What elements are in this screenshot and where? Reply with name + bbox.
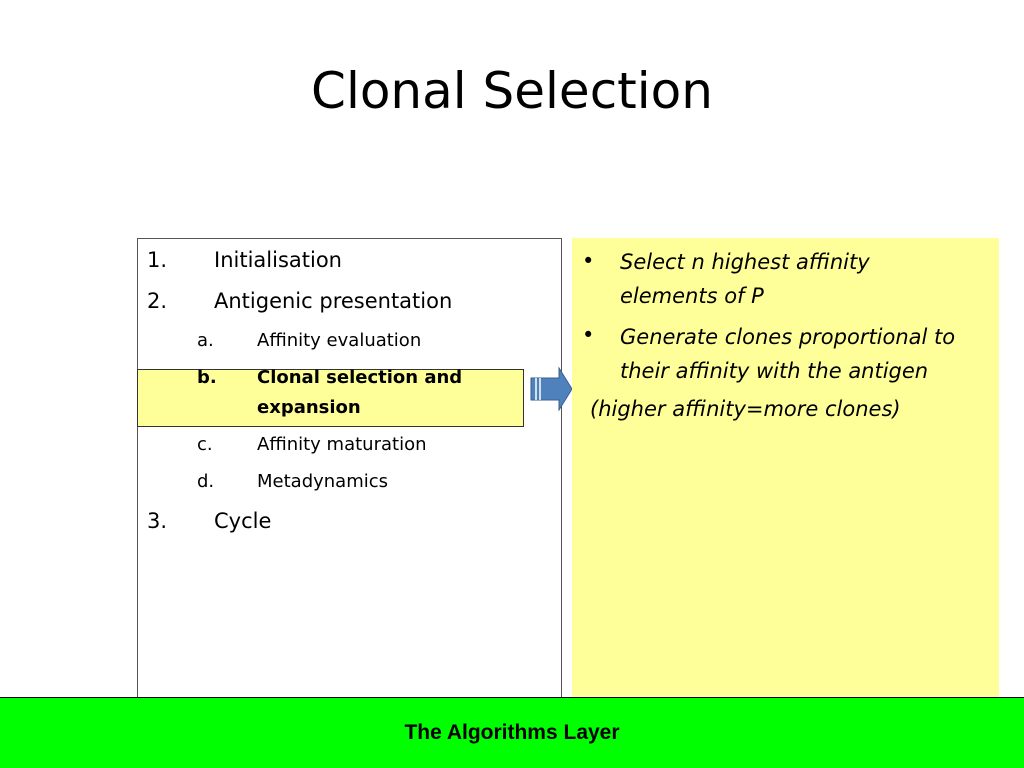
substep-label: Affinity evaluation	[257, 330, 422, 351]
bullet-dot: •	[582, 249, 595, 273]
step-label: Cycle	[214, 509, 272, 533]
detail-bullet-line: Select n highest affinity	[620, 250, 870, 274]
detail-bullet-line: their affinity with the antigen	[620, 359, 929, 383]
footer-label: The Algorithms Layer	[404, 721, 620, 744]
steps-panel	[137, 238, 562, 708]
right-arrow-icon	[530, 367, 573, 411]
substep-number: d.	[197, 471, 215, 492]
detail-bullet-line: Generate clones proportional to	[620, 325, 956, 349]
substep-number: a.	[197, 330, 214, 351]
footer-bar: The Algorithms Layer	[0, 697, 1024, 768]
step-number: 1.	[147, 248, 168, 272]
substep-label: Affinity maturation	[257, 434, 427, 455]
slide-title: Clonal Selection	[311, 62, 713, 120]
detail-bullet-2: Generate clones proportional to their af…	[620, 320, 995, 388]
substep-number: c.	[197, 434, 213, 455]
substep-label: Metadynamics	[257, 471, 389, 492]
current-step-highlight	[137, 369, 524, 427]
substep-label: Clonal selection and	[257, 367, 463, 388]
step-label: Antigenic presentation	[214, 289, 453, 313]
substep-label-line2: expansion	[257, 397, 361, 418]
step-label: Initialisation	[214, 248, 342, 272]
detail-note: (higher affinity=more clones)	[590, 397, 901, 421]
substep-number: b.	[197, 367, 217, 388]
detail-bullet-line: elements of P	[620, 284, 764, 308]
step-number: 2.	[147, 289, 168, 313]
step-number: 3.	[147, 509, 168, 533]
bullet-dot: •	[582, 323, 595, 347]
detail-bullet-1: Select n highest affinity elements of P	[620, 245, 995, 313]
details-panel	[572, 238, 999, 708]
